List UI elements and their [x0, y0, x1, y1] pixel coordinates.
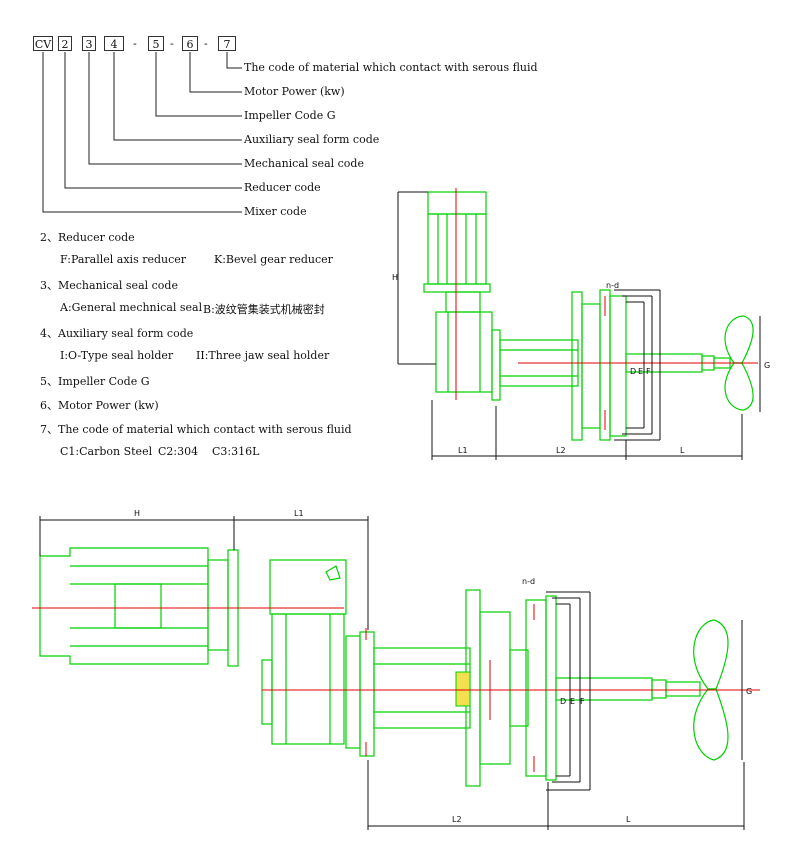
seal-highlight [455, 671, 471, 707]
bottom-dim-d: D [560, 697, 566, 706]
bottom-dim-g: G [746, 687, 752, 696]
code-part-3: 3 [82, 36, 96, 51]
legend-motor-power: Motor Power (kw) [244, 85, 345, 98]
code-dash-3: - [204, 37, 208, 50]
bottom-dim-l2: L2 [452, 815, 462, 824]
vertical-motor-centerlines [455, 188, 758, 430]
horizontal-motor-outline [39, 547, 729, 787]
bottom-dim-l1: L1 [294, 509, 304, 518]
code-part-7: 7 [218, 36, 236, 51]
top-dim-d: D [630, 367, 636, 376]
bottom-dim-l: L [626, 815, 631, 824]
code-dash-1: - [133, 37, 137, 50]
note-motor-title: 6、Motor Power (kw) [40, 399, 159, 412]
top-dim-l: L [680, 446, 685, 455]
code-part-cv: CV [33, 36, 53, 51]
code-part-6: 6 [182, 36, 198, 51]
legend-mixer: Mixer code [244, 205, 307, 218]
note-reducer-title: 2、Reducer code [40, 231, 135, 244]
top-dim-nd: n-d [606, 281, 619, 290]
note-reducer-f: F:Parallel axis reducer [60, 253, 187, 266]
note-material-c2: C2:304 [158, 445, 199, 458]
legend-material: The code of material which contact with … [244, 61, 538, 74]
top-dim-l2: L2 [556, 446, 566, 455]
legend-mech-seal: Mechanical seal code [244, 157, 364, 170]
note-aux-seal-i: I:O-Type seal holder [60, 349, 174, 362]
note-reducer-k: K:Bevel gear reducer [214, 253, 333, 266]
bottom-dim-e: E [570, 697, 575, 706]
note-material-title: 7、The code of material which contact wit… [40, 423, 352, 436]
legend-reducer: Reducer code [244, 181, 321, 194]
legend-aux-seal: Auxiliary seal form code [244, 133, 380, 146]
note-mech-seal-b: B:波纹管集装式机械密封 [203, 303, 325, 316]
note-material-c3: C3:316L [212, 445, 260, 458]
top-dim-l1: L1 [458, 446, 468, 455]
vertical-motor-dimensions [397, 191, 761, 460]
top-dim-e: E [638, 367, 643, 376]
code-part-2: 2 [58, 36, 72, 51]
note-mech-seal-a: A:General mechnical seal [60, 301, 203, 314]
note-aux-seal-title: 4、Auxiliary seal form code [40, 327, 194, 340]
bottom-dim-f: F [580, 697, 585, 706]
code-part-5: 5 [148, 36, 164, 51]
legend-impeller: Impeller Code G [244, 109, 336, 122]
note-aux-seal-ii: II:Three jaw seal holder [196, 349, 330, 362]
code-dash-2: - [170, 37, 174, 50]
note-impeller-title: 5、Impeller Code G [40, 375, 150, 388]
top-dim-f: F [646, 367, 651, 376]
bottom-dim-h: H [134, 509, 140, 518]
top-dim-g: G [764, 361, 770, 370]
note-material-c1: C1:Carbon Steel [60, 445, 153, 458]
horizontal-motor-dimensions [39, 516, 745, 830]
top-dim-h: H [392, 273, 398, 282]
code-part-4: 4 [104, 36, 124, 51]
horizontal-motor-centerlines [32, 604, 760, 772]
note-mech-seal-title: 3、Mechanical seal code [40, 279, 178, 292]
bottom-dim-nd: n-d [522, 577, 535, 586]
